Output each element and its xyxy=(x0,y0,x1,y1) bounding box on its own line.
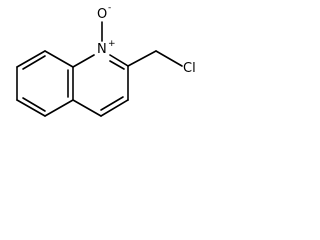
bond xyxy=(72,99,102,117)
bond xyxy=(100,99,129,117)
bond xyxy=(72,54,95,68)
nitrogen-atom-label: N xyxy=(97,42,107,57)
molecule-diagram: N + O - Cl xyxy=(0,0,222,134)
oxygen-charge-label: - xyxy=(108,3,111,13)
bond xyxy=(16,99,46,117)
chlorine-atom-label: Cl xyxy=(183,61,196,76)
structure-svg: N + O - Cl xyxy=(16,3,196,117)
bond xyxy=(127,50,157,67)
bond xyxy=(155,50,183,67)
bond xyxy=(44,50,74,68)
oxygen-atom-label: O xyxy=(97,7,107,22)
nitrogen-charge-label: + xyxy=(108,39,116,49)
bond xyxy=(16,50,46,68)
bond-double xyxy=(22,55,46,70)
bond-double xyxy=(109,60,125,70)
bond xyxy=(109,54,129,67)
bond-double xyxy=(100,96,124,111)
bond xyxy=(44,99,74,117)
bond-double xyxy=(22,97,46,112)
